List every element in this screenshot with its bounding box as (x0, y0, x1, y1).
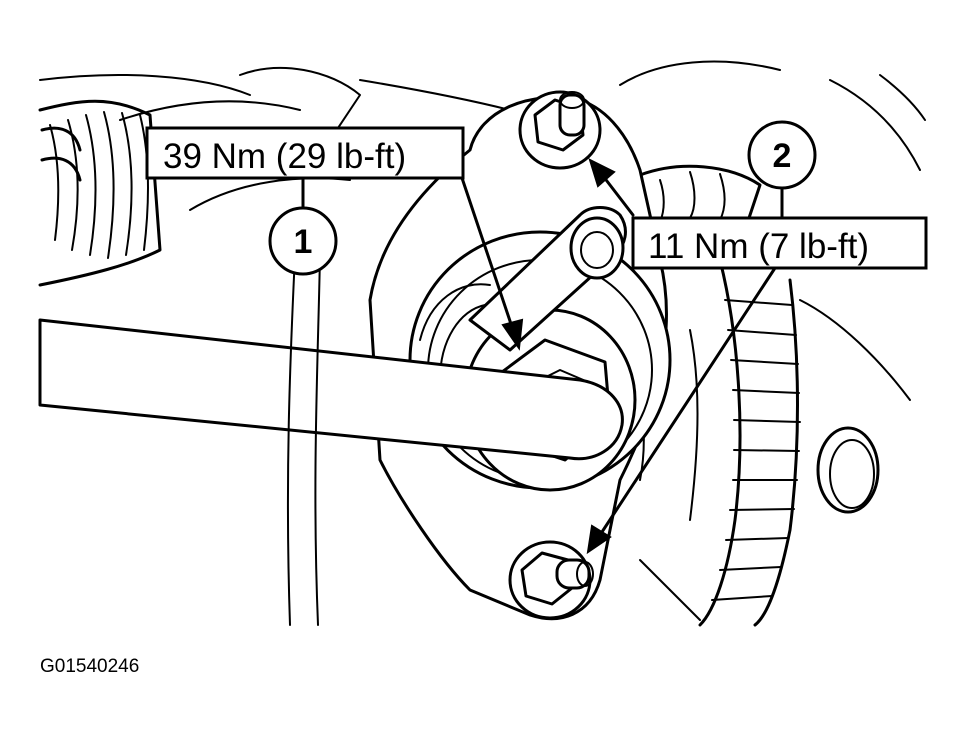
item-number-1: 1 (294, 223, 313, 261)
arrow-head-upper-bolt (588, 158, 616, 188)
arrow-head-lower-bolt (586, 524, 612, 555)
torque-label-1: 39 Nm (29 lb-ft) (163, 137, 406, 176)
access-hole (816, 426, 880, 514)
callout-leaders (301, 158, 784, 555)
lower-stud-bolt (508, 540, 594, 620)
item-marker-1: 1 (268, 206, 338, 276)
item-number-2: 2 (773, 137, 792, 175)
engine-contours (39, 60, 926, 621)
torque-callout-1: 39 Nm (29 lb-ft) (145, 126, 465, 180)
upper-stud-bolt (518, 90, 602, 170)
background-lines (286, 254, 321, 626)
main-tube (38, 318, 624, 461)
arrow-head-center-bolt (501, 318, 524, 351)
figure-id: G01540246 (40, 656, 139, 677)
wiring-harness-left (38, 99, 162, 287)
callout-box-1 (145, 126, 465, 180)
torque-label-2: 11 Nm (7 lb-ft) (648, 227, 869, 266)
wiring-harness-right (698, 258, 801, 627)
torque-callout-2: 11 Nm (7 lb-ft) (631, 216, 928, 270)
item-marker-2: 2 (747, 120, 817, 190)
callout-box-2 (631, 216, 928, 270)
